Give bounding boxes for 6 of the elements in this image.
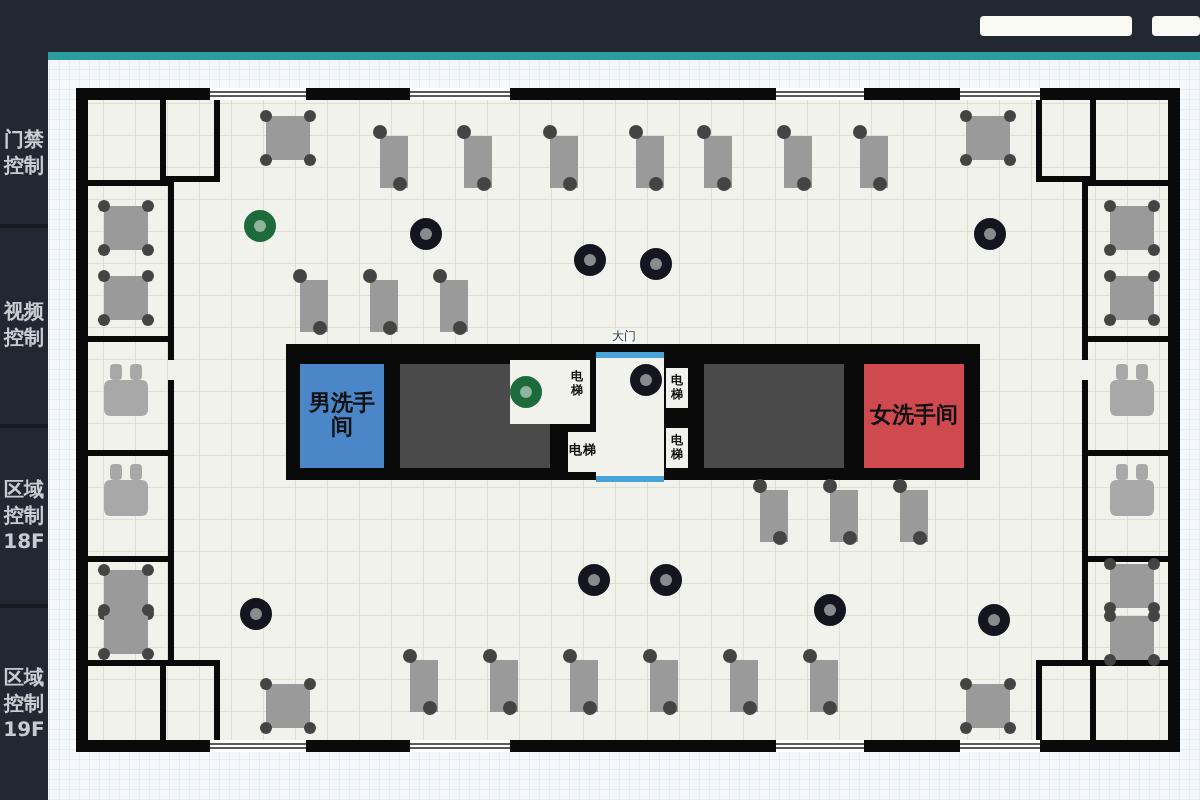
menu-item: 区域控制18F <box>0 428 48 604</box>
menu-item: 门禁控制 <box>0 84 48 224</box>
menu-item: 区域控制19F <box>0 608 48 800</box>
restroom: 男洗手间 <box>300 364 384 468</box>
restroom: 女洗手间 <box>864 364 964 468</box>
menu-item: 视频控制 <box>0 228 48 424</box>
